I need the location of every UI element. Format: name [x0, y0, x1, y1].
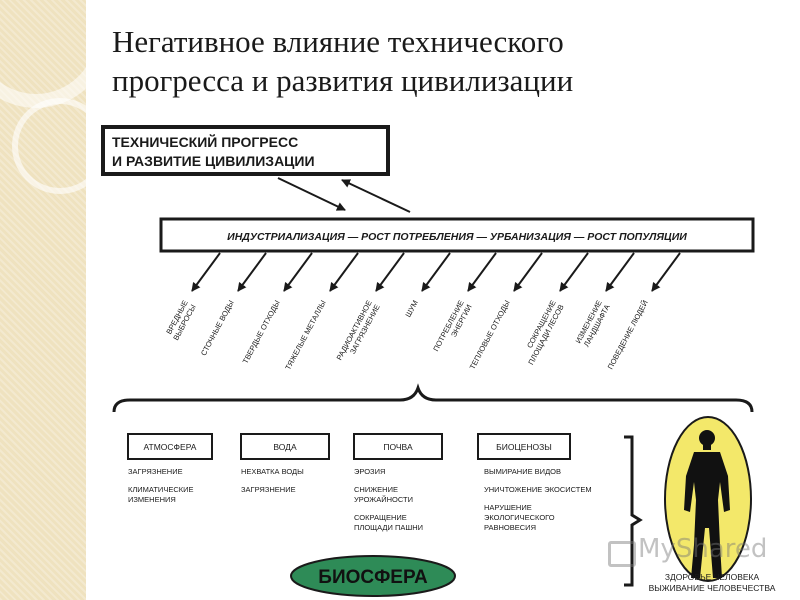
- impact-label: РАДИОАКТИВНОЕЗАГРЯЗНЕНИЕ: [335, 299, 382, 366]
- impact-label: ТЯЖЕЛЫЕ МЕТАЛЛЫ: [283, 298, 328, 371]
- impact-label-line: СТОЧНЫЕ ВОДЫ: [199, 298, 236, 357]
- title-line: Негативное влияние технического: [112, 24, 564, 59]
- sphere-effect-line: ПЛОЩАДИ ПАШНИ: [354, 523, 423, 532]
- impact-arrow: [467, 252, 497, 292]
- drivers-bar-label: ИНДУСТРИАЛИЗАЦИЯ — РОСТ ПОТРЕБЛЕНИЯ — УР…: [227, 231, 687, 243]
- human-health-label: ЗДОРОВЬЕ ЧЕЛОВЕКА: [665, 572, 760, 582]
- impact-label: ВРЕДНЫЕВЫБРОСЫ: [163, 298, 198, 341]
- biosphere-oval: [290, 555, 456, 597]
- impact-label: СОКРАЩЕНИЕПЛОЩАДИ ЛЕСОВ: [518, 299, 565, 367]
- impact-arrow: [329, 252, 359, 292]
- impact-arrow: [375, 252, 405, 292]
- sphere-effect: ВЫМИРАНИЕ ВИДОВ: [484, 467, 561, 476]
- impact-arrow: [605, 252, 635, 292]
- sphere-effect: ЗАГРЯЗНЕНИЕ: [128, 467, 183, 476]
- slide-title: Негативное влияние технического прогресс…: [112, 22, 752, 100]
- sphere-effect-line: РАВНОВЕСИЯ: [484, 523, 536, 532]
- watermark-logo-icon: [608, 541, 636, 567]
- impact-label-line: ШУМ: [403, 299, 419, 319]
- impact-label: ПОТРЕБЛЕНИЕЭНЕРГИИ: [431, 299, 473, 357]
- sphere-name: ВОДА: [273, 442, 297, 452]
- sphere-name: АТМОСФЕРА: [144, 442, 197, 452]
- impact-arrow: [421, 252, 451, 292]
- grouping-brace: [112, 383, 754, 413]
- impact-label-line: ТВЕРДЫЕ ОТХОДЫ: [241, 298, 282, 365]
- human-figure-icon: [684, 430, 730, 578]
- sphere-effect-line: ЗАГРЯЗНЕНИЕ: [241, 485, 296, 494]
- sphere-effect-line: УРОЖАЙНОСТИ: [354, 495, 413, 504]
- drivers-bar: [159, 217, 755, 253]
- impact-label-line: ТЕПЛОВЫЕ ОТХОДЫ: [468, 298, 512, 371]
- impact-arrow: [237, 252, 267, 292]
- sphere-effect-line: ВЫМИРАНИЕ ВИДОВ: [484, 467, 561, 476]
- sphere-effect-line: ЭРОЗИЯ: [354, 467, 385, 476]
- arrow: [277, 177, 346, 211]
- impact-arrow: [513, 252, 543, 292]
- sphere-name: БИОЦЕНОЗЫ: [496, 442, 552, 452]
- watermark-text: MyShared: [638, 534, 768, 564]
- sphere-effect: ЗАГРЯЗНЕНИЕ: [241, 485, 296, 494]
- sphere-effect-line: УНИЧТОЖЕНИЕ ЭКОСИСТЕМ: [484, 485, 592, 494]
- sphere-effect-line: ИЗМЕНЕНИЯ: [128, 495, 176, 504]
- sphere-box: [240, 433, 330, 460]
- sphere-effect-line: НЕХВАТКА ВОДЫ: [241, 467, 304, 476]
- human-survival-label: ВЫЖИВАНИЕ ЧЕЛОВЕЧЕСТВА: [649, 583, 776, 593]
- sphere-box: [353, 433, 443, 460]
- sphere-effect-line: КЛИМАТИЧЕСКИЕ: [128, 485, 194, 494]
- sphere-box: [127, 433, 213, 460]
- impact-label: СТОЧНЫЕ ВОДЫ: [199, 298, 236, 357]
- impact-arrow: [283, 252, 313, 292]
- impact-label-line: ТЯЖЕЛЫЕ МЕТАЛЛЫ: [283, 298, 328, 371]
- title-line: прогресса и развития цивилизации: [112, 63, 574, 98]
- sphere-effect: УНИЧТОЖЕНИЕ ЭКОСИСТЕМ: [484, 485, 592, 494]
- progress-box: [101, 125, 390, 176]
- progress-box-label: ТЕХНИЧЕСКИЙ ПРОГРЕСС: [112, 133, 298, 150]
- sphere-effect-line: СОКРАЩЕНИЕ: [354, 513, 407, 522]
- impact-label-line: ПОВЕДЕНИЕ ЛЮДЕЙ: [606, 299, 650, 371]
- sphere-name: ПОЧВА: [383, 442, 413, 452]
- impact-label: ТВЕРДЫЕ ОТХОДЫ: [241, 298, 282, 365]
- sphere-effect-line: НАРУШЕНИЕ: [484, 503, 532, 512]
- sphere-effect-line: СНИЖЕНИЕ: [354, 485, 398, 494]
- impact-arrow: [191, 252, 221, 292]
- sphere-effect-line: ЭКОЛОГИЧЕСКОГО: [484, 513, 555, 522]
- impact-arrow: [559, 252, 589, 292]
- sphere-effect: ЭРОЗИЯ: [354, 467, 385, 476]
- impact-label: ИЗМЕНЕНИЕЛАНДШАФТА: [574, 299, 612, 349]
- sphere-effect: НЕХВАТКА ВОДЫ: [241, 467, 304, 476]
- arrow: [341, 179, 411, 213]
- impact-label: ШУМ: [403, 299, 419, 319]
- impact-label: ТЕПЛОВЫЕ ОТХОДЫ: [468, 298, 512, 371]
- watermark: MyShared: [608, 534, 767, 564]
- impact-arrow: [651, 252, 681, 292]
- biosphere-label: БИОСФЕРА: [318, 567, 428, 588]
- sphere-effect-line: ЗАГРЯЗНЕНИЕ: [128, 467, 183, 476]
- progress-box-label: И РАЗВИТИЕ ЦИВИЛИЗАЦИИ: [112, 153, 315, 169]
- sphere-box: [477, 433, 571, 460]
- impact-label: ПОВЕДЕНИЕ ЛЮДЕЙ: [606, 299, 650, 371]
- human-bracket: [624, 435, 643, 587]
